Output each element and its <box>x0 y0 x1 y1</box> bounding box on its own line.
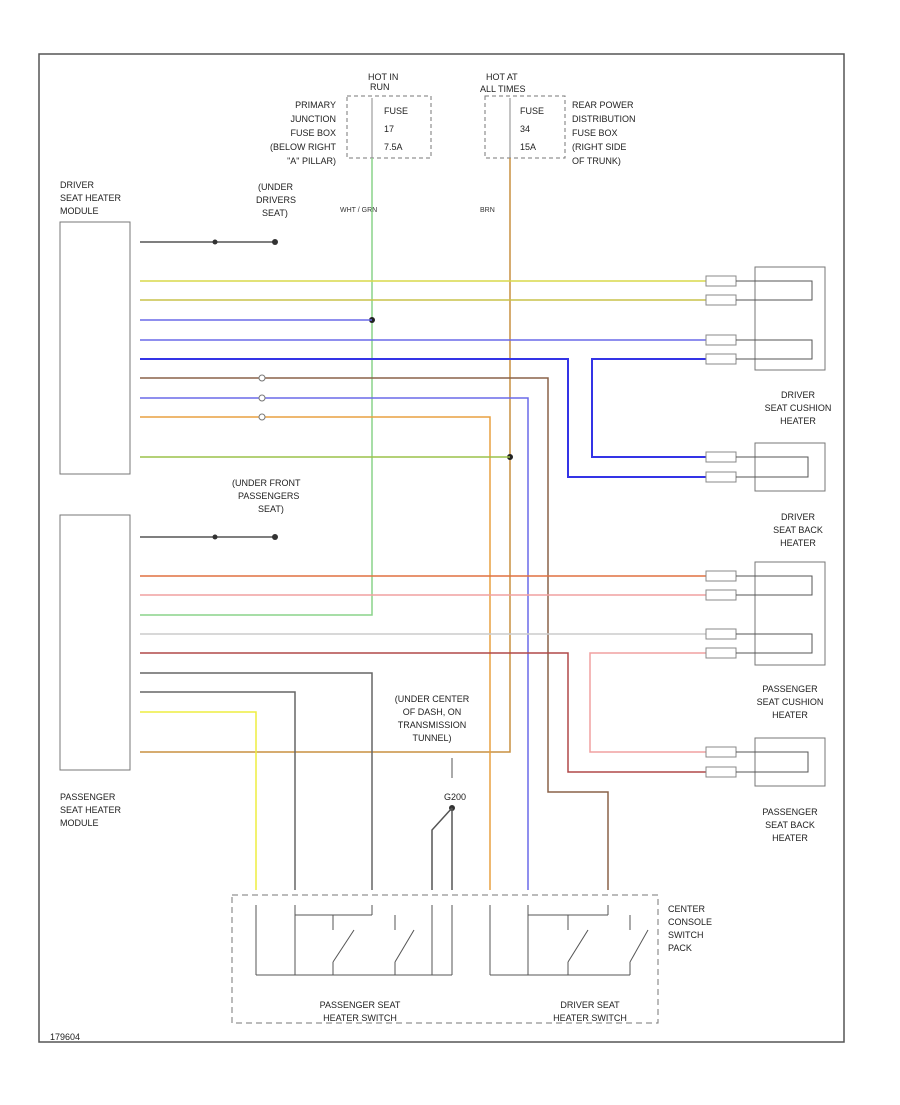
driver-module-label: MODULE <box>60 206 99 216</box>
center-console-switch-pack: CENTER CONSOLE SWITCH PACK PASSENGER SEA… <box>231 894 712 1024</box>
center-console-label: PACK <box>668 943 692 953</box>
passenger-cushion-label: PASSENGER <box>762 684 818 694</box>
under-drivers-seat-label: (UNDER <box>258 182 293 192</box>
driver-switch-label: DRIVER SEAT <box>560 1000 620 1010</box>
passenger-cushion-label: HEATER <box>772 710 808 720</box>
fuse-right-number: 34 <box>520 124 530 134</box>
rear-power-line: DISTRIBUTION <box>572 114 636 124</box>
hot-in-label: HOT IN <box>368 72 398 82</box>
passenger-module-label: PASSENGER <box>60 792 116 802</box>
primary-junction-line: (BELOW RIGHT <box>270 142 337 152</box>
passenger-switch-label: PASSENGER SEAT <box>320 1000 401 1010</box>
fuse-right-label: FUSE <box>520 106 544 116</box>
passenger-seat-heater-module: PASSENGER SEAT HEATER MODULE <box>59 514 131 828</box>
primary-junction-line: "A" PILLAR) <box>287 156 336 166</box>
inline-connectors <box>258 374 266 421</box>
fuse-right-rating: 15A <box>520 142 536 152</box>
primary-junction-line: JUNCTION <box>291 114 337 124</box>
driver-module-label: SEAT HEATER <box>60 193 122 203</box>
rear-power-line: FUSE BOX <box>572 128 618 138</box>
fuse-left-number: 17 <box>384 124 394 134</box>
under-center-dash-label: (UNDER CENTER <box>395 694 470 704</box>
passenger-back-label: SEAT BACK <box>765 820 815 830</box>
rear-power-line: OF TRUNK) <box>572 156 621 166</box>
hot-in-run-label: RUN <box>370 82 390 92</box>
fuse-left-rating: 7.5A <box>384 142 403 152</box>
passenger-module-wires <box>140 575 706 890</box>
primary-junction-line: FUSE BOX <box>290 128 336 138</box>
right-supply-wire-label: BRN <box>480 207 495 214</box>
driver-back-label: HEATER <box>780 538 816 548</box>
under-center-dash-label: OF DASH, ON <box>403 707 462 717</box>
passenger-cushion-label: SEAT CUSHION <box>757 697 824 707</box>
driver-module-ground: (UNDER DRIVERS SEAT) <box>140 182 296 245</box>
passenger-seat-back-heater-box <box>705 737 826 787</box>
driver-seat-heater-module: DRIVER SEAT HEATER MODULE <box>59 180 131 475</box>
under-drivers-seat-label: SEAT) <box>262 208 288 218</box>
passenger-module-ground: (UNDER FRONT PASSENGERS SEAT) <box>140 478 301 540</box>
under-front-pass-seat-label: SEAT) <box>258 504 284 514</box>
primary-junction-line: PRIMARY <box>295 100 336 110</box>
under-center-dash-label: TUNNEL) <box>412 733 451 743</box>
under-center-dash-label: TRANSMISSION <box>398 720 467 730</box>
hot-at-label: HOT AT <box>486 72 518 82</box>
passenger-seat-cushion-heater-box <box>705 561 826 666</box>
ground-label: G200 <box>444 792 466 802</box>
ground-g200: (UNDER CENTER OF DASH, ON TRANSMISSION T… <box>395 694 470 890</box>
driver-cushion-label: SEAT CUSHION <box>765 403 832 413</box>
driver-module-label: DRIVER <box>60 180 95 190</box>
brown-supply-wire <box>140 158 511 753</box>
green-supply-wire <box>140 158 373 616</box>
rear-fuse-box: HOT AT ALL TIMES FUSE 34 15A REAR POWER … <box>480 72 636 166</box>
under-drivers-seat-label: DRIVERS <box>256 195 296 205</box>
passenger-module-label: MODULE <box>60 818 99 828</box>
driver-switch-label: HEATER SWITCH <box>553 1013 627 1023</box>
driver-back-label: SEAT BACK <box>773 525 823 535</box>
passenger-back-label: PASSENGER <box>762 807 818 817</box>
passenger-back-label: HEATER <box>772 833 808 843</box>
center-console-label: CENTER <box>668 904 706 914</box>
under-front-pass-seat-label: (UNDER FRONT <box>232 478 301 488</box>
driver-cushion-label: HEATER <box>780 416 816 426</box>
diagram-border <box>38 53 845 1043</box>
rear-power-line: (RIGHT SIDE <box>572 142 626 152</box>
center-console-label: SWITCH <box>668 930 704 940</box>
center-console-label: CONSOLE <box>668 917 712 927</box>
driver-cushion-label: DRIVER <box>781 390 816 400</box>
passenger-module-label: SEAT HEATER <box>60 805 122 815</box>
driver-module-wires <box>140 280 706 890</box>
driver-back-label: DRIVER <box>781 512 816 522</box>
rear-power-line: REAR POWER <box>572 100 634 110</box>
driver-seat-back-heater-box <box>705 442 826 492</box>
under-front-pass-seat-label: PASSENGERS <box>238 491 299 501</box>
left-supply-wire-label: WHT / GRN <box>340 207 377 214</box>
footer-code: 179604 <box>50 1032 80 1042</box>
passenger-switch-label: HEATER SWITCH <box>323 1013 397 1023</box>
hot-at-all-times-label: ALL TIMES <box>480 84 526 94</box>
primary-fuse-box: HOT IN RUN FUSE 17 7.5A PRIMARY JUNCTION… <box>270 72 432 166</box>
driver-seat-cushion-heater-box <box>705 266 826 371</box>
fuse-left-label: FUSE <box>384 106 408 116</box>
